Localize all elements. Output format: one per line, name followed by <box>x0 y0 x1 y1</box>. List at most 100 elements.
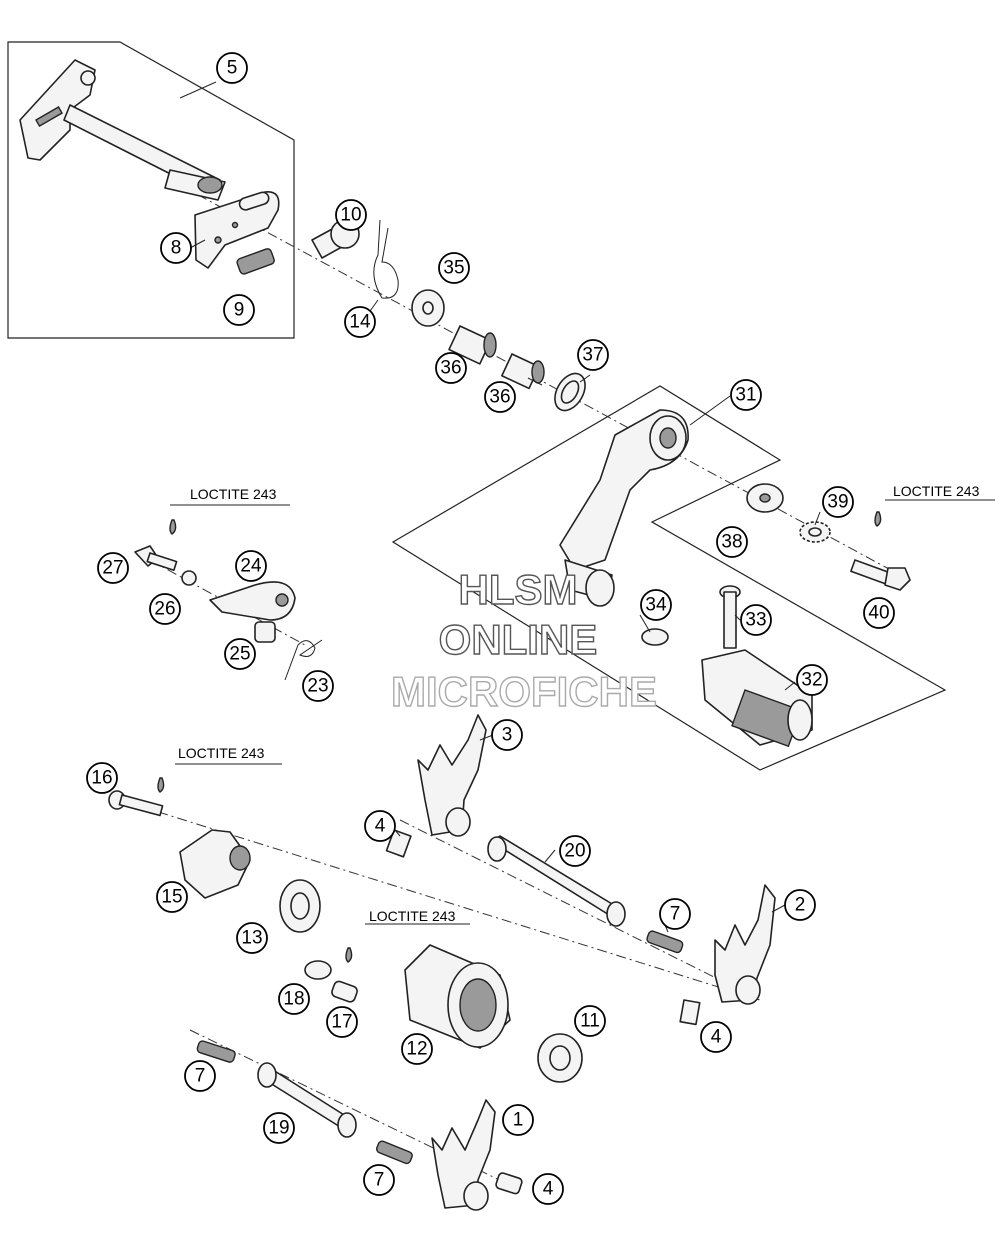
roller-4c-part <box>495 1172 523 1195</box>
washer-38-part <box>746 483 784 513</box>
shift-fork-2-part <box>714 884 776 1005</box>
callout-19: 19 <box>263 1112 295 1144</box>
callout-4c-label: 4 <box>543 1179 554 1200</box>
callout-4a: 4 <box>364 810 396 842</box>
callout-15: 15 <box>156 881 188 913</box>
callout-36b: 36 <box>484 381 516 413</box>
callout-4c: 4 <box>532 1173 564 1205</box>
callout-37-label: 37 <box>582 345 603 366</box>
callout-1: 1 <box>502 1104 534 1136</box>
loctite-drop-3 <box>157 777 165 793</box>
washer-26-part <box>181 570 197 586</box>
callout-36b-label: 36 <box>489 387 510 408</box>
callout-33-label: 33 <box>745 610 766 631</box>
callout-18: 18 <box>278 983 310 1015</box>
rod-19-part <box>257 1062 357 1138</box>
foot-peg-32-part <box>701 649 813 748</box>
callout-14-label: 14 <box>349 312 371 333</box>
arm-24-part <box>209 581 296 621</box>
callout-26: 26 <box>149 593 181 625</box>
callout-7c-label: 7 <box>374 1170 385 1191</box>
callout-13: 13 <box>236 922 268 954</box>
callout-23-label: 23 <box>307 676 328 697</box>
shift-star-15-part <box>179 829 251 899</box>
callout-1-label: 1 <box>513 1110 524 1131</box>
callout-10-label: 10 <box>340 205 361 226</box>
shift-lever-31-part <box>559 409 689 607</box>
loctite-drop-4 <box>345 947 353 963</box>
callout-40: 40 <box>863 597 895 629</box>
callout-34: 34 <box>640 589 672 621</box>
callout-4b: 4 <box>700 1021 732 1053</box>
callout-11: 11 <box>574 1005 606 1037</box>
bolt-27-part <box>134 545 178 572</box>
callout-9-label: 9 <box>234 300 245 321</box>
rod-20-part <box>487 835 626 927</box>
shift-fork-3-part <box>417 714 487 837</box>
callout-27: 27 <box>97 552 129 584</box>
callout-12-label: 12 <box>406 1039 427 1060</box>
loctite-drop-1 <box>169 519 177 535</box>
callout-38-label: 38 <box>721 532 742 553</box>
shift-fork-1-part <box>431 1099 496 1211</box>
spring-7c-part <box>376 1140 413 1165</box>
callout-31-label: 31 <box>735 385 756 406</box>
pin-33-part <box>719 585 741 649</box>
spring-7b-part <box>196 1040 236 1063</box>
callout-24: 24 <box>235 550 267 582</box>
callout-25-label: 25 <box>229 644 250 665</box>
callout-4b-label: 4 <box>711 1027 722 1048</box>
callout-26-label: 26 <box>154 599 175 620</box>
callout-16-label: 16 <box>91 768 112 789</box>
callout-35-label: 35 <box>443 258 464 279</box>
bolt-16-part <box>108 790 164 817</box>
pin-17-part <box>331 980 358 1003</box>
callout-24-label: 24 <box>240 556 262 577</box>
callout-32: 32 <box>796 664 828 696</box>
callout-3-label: 3 <box>502 725 513 746</box>
callout-38: 38 <box>716 526 748 558</box>
shift-drum-12-part <box>404 944 511 1049</box>
callout-34-label: 34 <box>645 595 667 616</box>
callout-8-label: 8 <box>171 238 182 259</box>
loctite-drop-2 <box>874 511 882 527</box>
callout-3: 3 <box>491 719 523 751</box>
callout-16: 16 <box>86 762 118 794</box>
callout-33: 33 <box>740 604 772 636</box>
needle-bearing-36b-part <box>501 353 545 390</box>
axis-middle <box>119 799 761 1001</box>
callout-39-label: 39 <box>827 492 848 513</box>
star-washer-39-part <box>799 521 831 543</box>
bolt-40-part <box>850 559 911 591</box>
callout-7c: 7 <box>363 1164 395 1196</box>
callout-13-label: 13 <box>241 928 262 949</box>
washer-13-part <box>279 879 321 933</box>
callout-14: 14 <box>344 306 376 338</box>
needle-bearing-36a-part <box>448 325 497 365</box>
spring-9-part <box>236 248 275 275</box>
leader-lines <box>170 81 995 933</box>
callout-7b-label: 7 <box>195 1066 206 1087</box>
callout-9: 9 <box>223 294 255 326</box>
roller-4a-part <box>385 829 412 858</box>
loctite-note-4: LOCTITE 243 <box>369 908 456 924</box>
shift-lever-assembly-frame <box>391 385 947 771</box>
shift-shaft-part <box>19 59 226 201</box>
callout-32-label: 32 <box>801 670 822 691</box>
callout-12: 12 <box>401 1033 433 1065</box>
callout-39: 39 <box>822 486 854 518</box>
callout-36a-label: 36 <box>440 358 461 379</box>
spring-23-part <box>284 639 323 681</box>
callout-35: 35 <box>438 252 470 284</box>
callout-8: 8 <box>160 232 192 264</box>
callout-17-label: 17 <box>331 1012 352 1033</box>
callout-20: 20 <box>559 835 591 867</box>
callout-27-label: 27 <box>102 558 123 579</box>
callout-18-label: 18 <box>283 989 304 1010</box>
spring-7a-part <box>646 930 684 954</box>
callout-7b: 7 <box>184 1060 216 1092</box>
callout-5-label: 5 <box>227 58 238 79</box>
callout-40-label: 40 <box>868 603 889 624</box>
loctite-note-2: LOCTITE 243 <box>893 483 980 499</box>
